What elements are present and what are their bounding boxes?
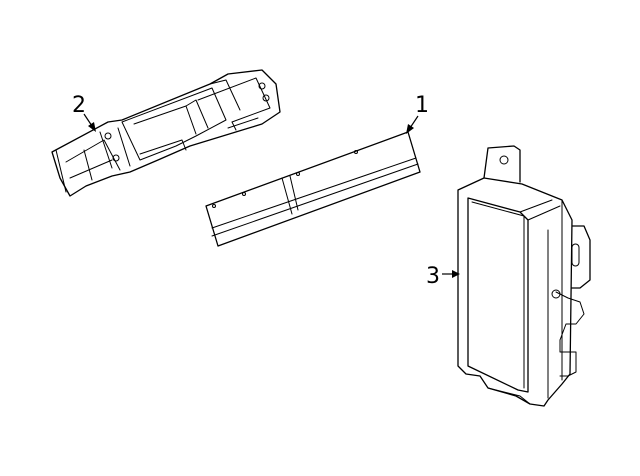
callout-1: 1 — [406, 93, 429, 134]
callout-3: 3 — [426, 264, 460, 289]
part-1-module — [205, 131, 421, 247]
callout-2: 2 — [72, 93, 96, 132]
callout-label-1: 1 — [415, 93, 429, 118]
callout-label-3: 3 — [426, 264, 440, 289]
part-3-unit — [457, 145, 591, 407]
callout-label-2: 2 — [72, 93, 86, 118]
part-2-bracket — [51, 69, 281, 197]
